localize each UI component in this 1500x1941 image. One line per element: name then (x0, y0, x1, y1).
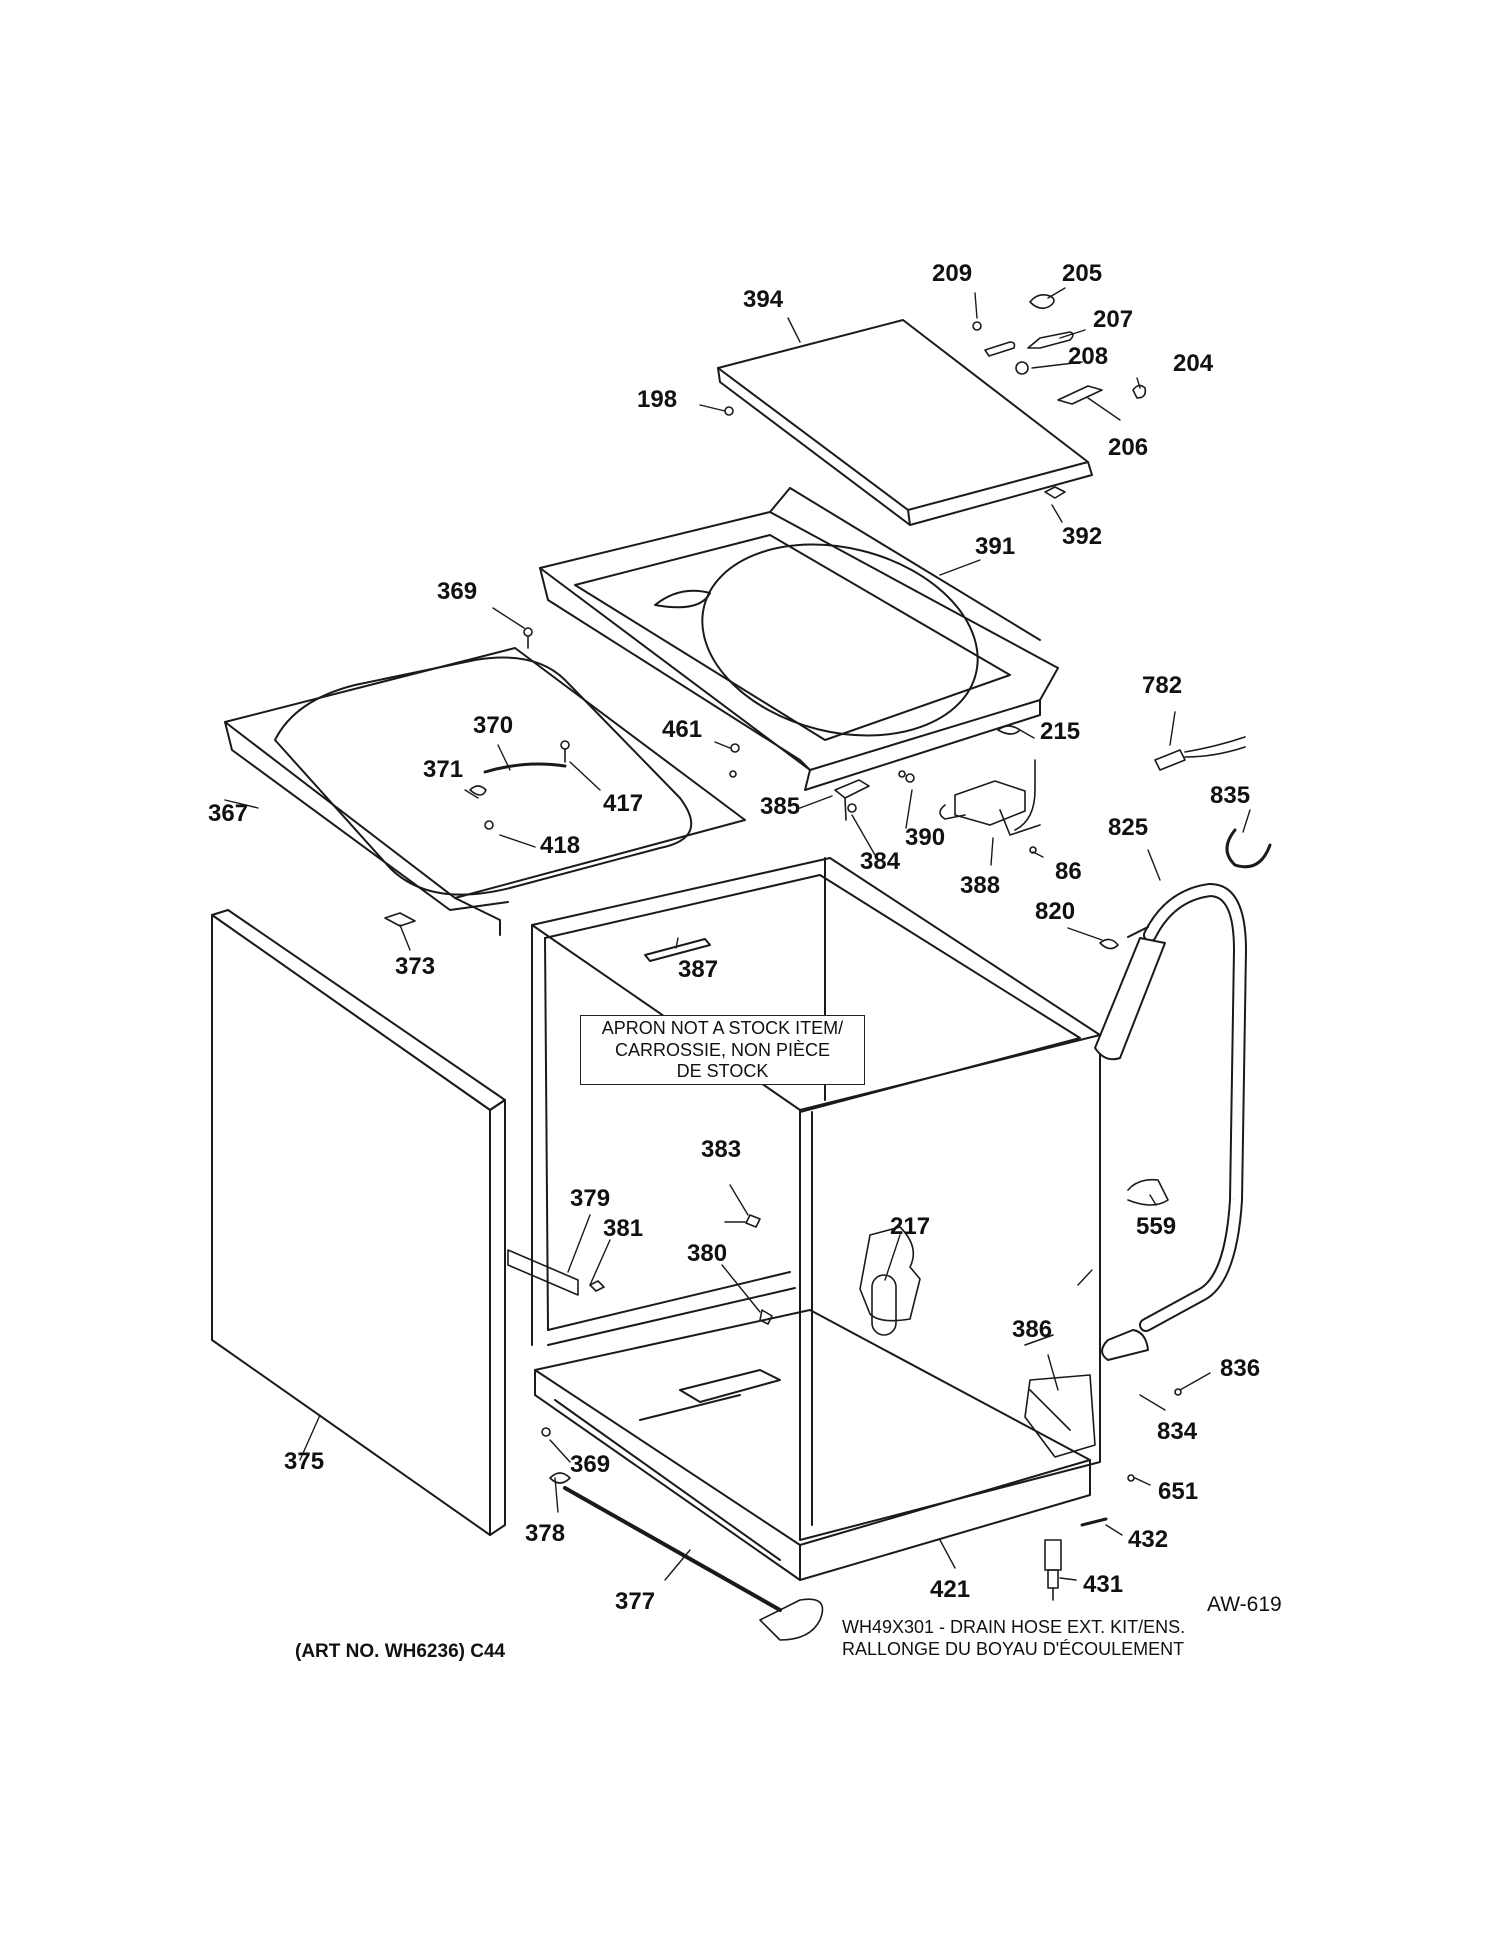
part-label-377: 377 (615, 1588, 656, 1615)
part-label-432: 432 (1128, 1526, 1169, 1553)
part-label-378: 378 (525, 1520, 566, 1547)
kit-note-line-1: WH49X301 - DRAIN HOSE EXT. KIT/ENS. (842, 1617, 1186, 1637)
side-panel-drawing (211, 909, 506, 1536)
top-cover-drawing (539, 487, 1059, 791)
lid-hinge-hardware-drawing (724, 294, 1147, 499)
part-label-217: 217 (890, 1213, 931, 1240)
part-label-394: 394 (743, 286, 784, 313)
diagram-code: AW-619 (1207, 1593, 1282, 1616)
part-label-387: 387 (678, 956, 719, 983)
part-label-86: 86 (1055, 858, 1082, 885)
apron-note-box: APRON NOT A STOCK ITEM/ CARROSSIE, NON P… (580, 1015, 865, 1085)
misc-parts-drawing (1099, 736, 1246, 1206)
part-label-369-bottom: 369 (570, 1451, 611, 1478)
part-label-421: 421 (930, 1576, 971, 1603)
part-label-386: 386 (1012, 1316, 1053, 1343)
part-label-383: 383 (701, 1136, 742, 1163)
part-label-209: 209 (932, 260, 973, 287)
part-label-834: 834 (1157, 1418, 1198, 1445)
part-label-559: 559 (1136, 1213, 1177, 1240)
cabinet-hardware-drawing (507, 1214, 1096, 1458)
part-label-390: 390 (905, 824, 946, 851)
part-label-207: 207 (1093, 306, 1134, 333)
part-label-381: 381 (603, 1215, 644, 1242)
part-label-367: 367 (208, 800, 249, 827)
cabinet-drawing (531, 857, 1101, 1541)
part-label-208: 208 (1068, 343, 1109, 370)
part-label-206: 206 (1108, 434, 1149, 461)
part-label-820: 820 (1035, 898, 1076, 925)
part-label-385: 385 (760, 793, 801, 820)
part-label-375: 375 (284, 1448, 325, 1475)
part-label-431: 431 (1083, 1571, 1124, 1598)
apron-note-line-3: DE STOCK (676, 1061, 769, 1082)
part-label-835: 835 (1210, 782, 1251, 809)
part-label-369-top: 369 (437, 578, 478, 605)
drain-hose-drawing (1094, 828, 1272, 1361)
part-label-392: 392 (1062, 523, 1103, 550)
part-label-417: 417 (603, 790, 644, 817)
part-label-418: 418 (540, 832, 581, 859)
part-label-651: 651 (1158, 1478, 1199, 1505)
art-number: (ART NO. WH6236) C44 (295, 1641, 506, 1662)
apron-note-line-1: APRON NOT A STOCK ITEM/ (601, 1018, 844, 1038)
part-label-204: 204 (1173, 350, 1214, 377)
part-label-391: 391 (975, 533, 1016, 560)
drain-hose-kit-note: WH49X301 - DRAIN HOSE EXT. KIT/ENS. RALL… (842, 1617, 1185, 1660)
part-label-373: 373 (395, 953, 436, 980)
leader-lines (224, 287, 1251, 1581)
part-label-371: 371 (423, 756, 464, 783)
part-label-205: 205 (1062, 260, 1103, 287)
tub-ring-hardware-drawing (384, 627, 906, 927)
apron-note-line-2: CARROSSIE, NON PIÈCE (614, 1039, 831, 1060)
base-frame-drawing (534, 1309, 1091, 1581)
part-label-380: 380 (687, 1240, 728, 1267)
part-label-388: 388 (960, 872, 1001, 899)
part-label-461: 461 (662, 716, 703, 743)
part-label-215: 215 (1040, 718, 1081, 745)
kit-note-line-2: RALLONGE DU BOYAU D'ÉCOULEMENT (842, 1638, 1185, 1659)
lid-drawing (717, 319, 1093, 526)
part-label-836: 836 (1220, 1355, 1261, 1382)
part-label-384: 384 (860, 848, 901, 875)
part-label-825: 825 (1108, 814, 1149, 841)
part-label-370: 370 (473, 712, 514, 739)
part-label-782: 782 (1142, 672, 1183, 699)
part-label-379: 379 (570, 1185, 611, 1212)
part-label-198: 198 (637, 386, 678, 413)
